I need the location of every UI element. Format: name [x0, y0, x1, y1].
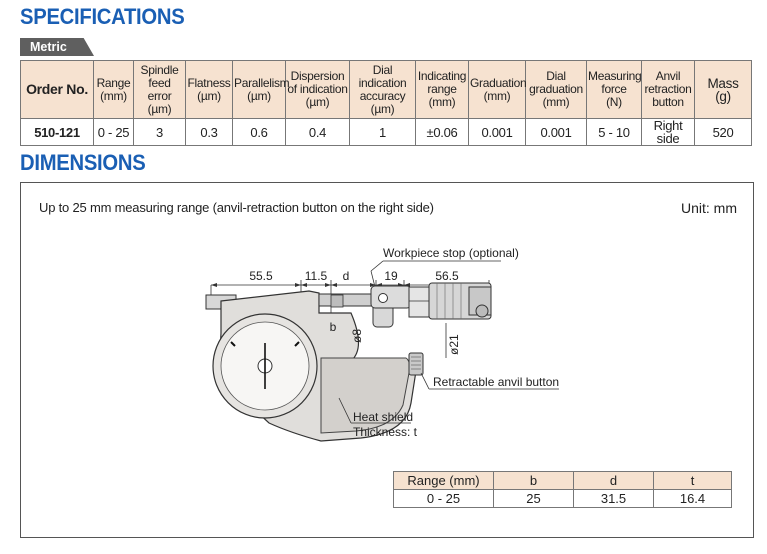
- spec-header-line: accuracy: [359, 88, 406, 103]
- dim-header-cell: d: [573, 471, 654, 490]
- spec-header-line: (mm): [100, 88, 127, 103]
- spec-cell: ±0.06: [415, 118, 469, 146]
- dim-header-cell: Range (mm): [393, 471, 494, 490]
- spec-header-line: Order No.: [26, 81, 88, 97]
- spec-cell: 0.6: [232, 118, 286, 146]
- spec-header-cell: Parallelism(µm): [232, 60, 290, 119]
- dim-cell: 31.5: [573, 489, 654, 508]
- spec-header-cell: Range(mm): [93, 60, 134, 119]
- dim-cell: 0 - 25: [393, 489, 494, 508]
- dim-cell: 16.4: [653, 489, 732, 508]
- spec-cell: 0.4: [285, 118, 350, 146]
- spec-cell: 0 - 25: [93, 118, 134, 146]
- spec-cell: 510-121: [20, 118, 94, 146]
- spec-header-line: retraction: [644, 82, 692, 96]
- dim-b: b: [330, 320, 337, 334]
- spec-header-line: button: [652, 95, 684, 109]
- dim-cell: 25: [493, 489, 574, 508]
- micrometer-drawing: 55.5 11.5 d 19 56.5 b ø8 ø21 Workpiece s…: [205, 246, 559, 442]
- spec-cell: Right side: [641, 118, 695, 146]
- dimensions-title: DIMENSIONS: [20, 150, 146, 175]
- spec-header-cell: Graduation(mm): [468, 60, 527, 119]
- dimensions-panel: Up to 25 mm measuring range (anvil-retra…: [20, 182, 754, 538]
- dim-19: 19: [384, 269, 398, 283]
- spec-header-cell: Flatness(µm): [185, 60, 233, 119]
- spec-header-line: Dispersion: [290, 69, 345, 83]
- spec-header-line: (g): [715, 88, 731, 104]
- spec-header-line: Measuring: [588, 69, 642, 83]
- dim-56-5: 56.5: [435, 269, 459, 283]
- spec-header-line: Mass: [707, 75, 739, 91]
- dia-21: ø21: [447, 334, 461, 355]
- spec-header-line: (µm): [370, 101, 395, 116]
- spec-header-line: Anvil: [655, 69, 681, 83]
- spec-cell: 520: [694, 118, 752, 146]
- retract-button-label: Retractable anvil button: [433, 375, 559, 389]
- spec-header-line: (µm): [247, 88, 271, 103]
- micrometer-body: [205, 282, 492, 442]
- dim-header-cell: t: [653, 471, 732, 490]
- dimension-arrows: [211, 283, 489, 287]
- spec-header-line: Dial indication: [358, 62, 407, 90]
- dim-header-cell: b: [493, 471, 574, 490]
- spec-header-line: (mm): [428, 95, 456, 109]
- spec-header-line: Dial: [546, 69, 566, 83]
- spec-header-line: (mm): [483, 88, 511, 103]
- spec-header-line: Indicating: [417, 69, 467, 83]
- metric-tab: Metric: [20, 38, 94, 56]
- spec-header-line: range: [427, 82, 457, 96]
- dia-8: ø8: [350, 329, 364, 343]
- spec-header-line: (N): [606, 95, 622, 109]
- spec-cell: 0.3: [185, 118, 233, 146]
- spec-header-line: Parallelism: [234, 75, 290, 90]
- spec-header-line: Range: [96, 75, 131, 90]
- spec-cell: 3: [133, 118, 186, 146]
- spec-header-line: Spindle: [140, 62, 179, 77]
- spec-header-line: force: [601, 82, 627, 96]
- spec-header-cell: Order No.: [20, 60, 94, 119]
- dim-55-5: 55.5: [249, 269, 273, 283]
- spec-cell: 0.001: [525, 118, 587, 146]
- spec-header-line: of indication: [287, 82, 348, 96]
- unit-label: Unit: mm: [681, 200, 737, 216]
- spec-header-cell: Mass(g): [694, 60, 752, 119]
- spec-header-line: (µm): [147, 101, 172, 116]
- thickness-label: Thickness: t: [353, 425, 418, 439]
- spec-header-line: (mm): [542, 95, 570, 109]
- spec-header-line: Graduation: [470, 75, 527, 90]
- specifications-title: SPECIFICATIONS: [20, 4, 185, 29]
- workpiece-stop-label: Workpiece stop (optional): [383, 246, 519, 260]
- dim-11-5: 11.5: [305, 269, 328, 283]
- dimensions-note: Up to 25 mm measuring range (anvil-retra…: [39, 200, 434, 215]
- spec-header-line: graduation: [529, 82, 583, 96]
- spec-cell: 0.001: [468, 118, 526, 146]
- spec-header-line: (µm): [197, 88, 221, 103]
- spec-header-line: feed error: [147, 75, 172, 103]
- spec-header-line: (µm): [305, 95, 330, 109]
- spec-header-line: Flatness: [187, 75, 231, 90]
- spec-cell: 1: [349, 118, 416, 146]
- heat-shield-label: Heat shield: [353, 410, 413, 424]
- spec-cell: 5 - 10: [586, 118, 642, 146]
- dim-d: d: [343, 269, 350, 283]
